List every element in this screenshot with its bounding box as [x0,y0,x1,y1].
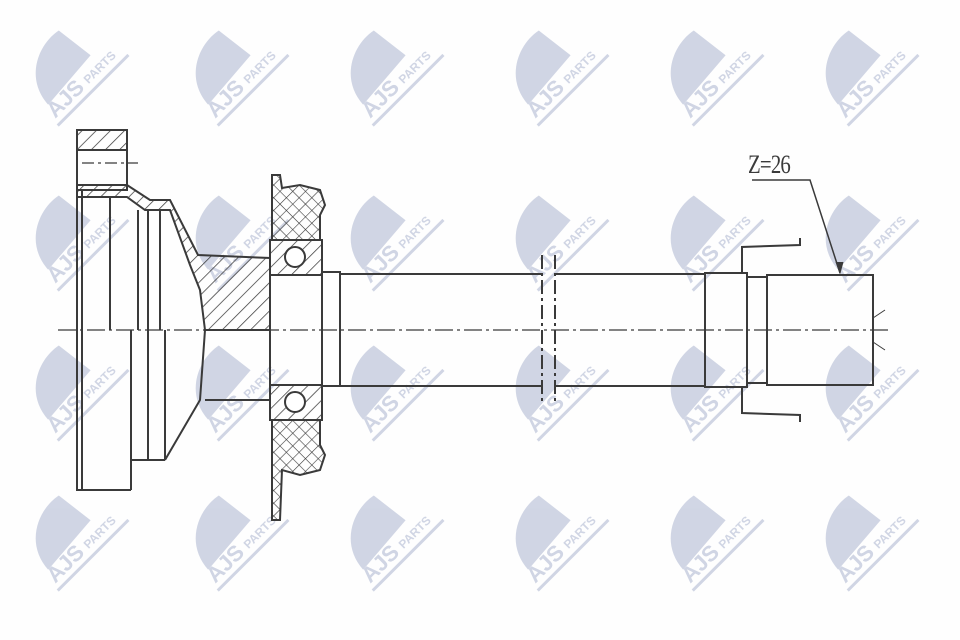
spline-teeth-label: Z=26 [748,150,791,179]
annotation-leader [752,179,841,274]
flange [76,129,271,491]
spline-sleeve [704,238,801,422]
splined-end [766,274,886,386]
ball-bearing [269,174,341,521]
shaft-body [340,255,705,405]
